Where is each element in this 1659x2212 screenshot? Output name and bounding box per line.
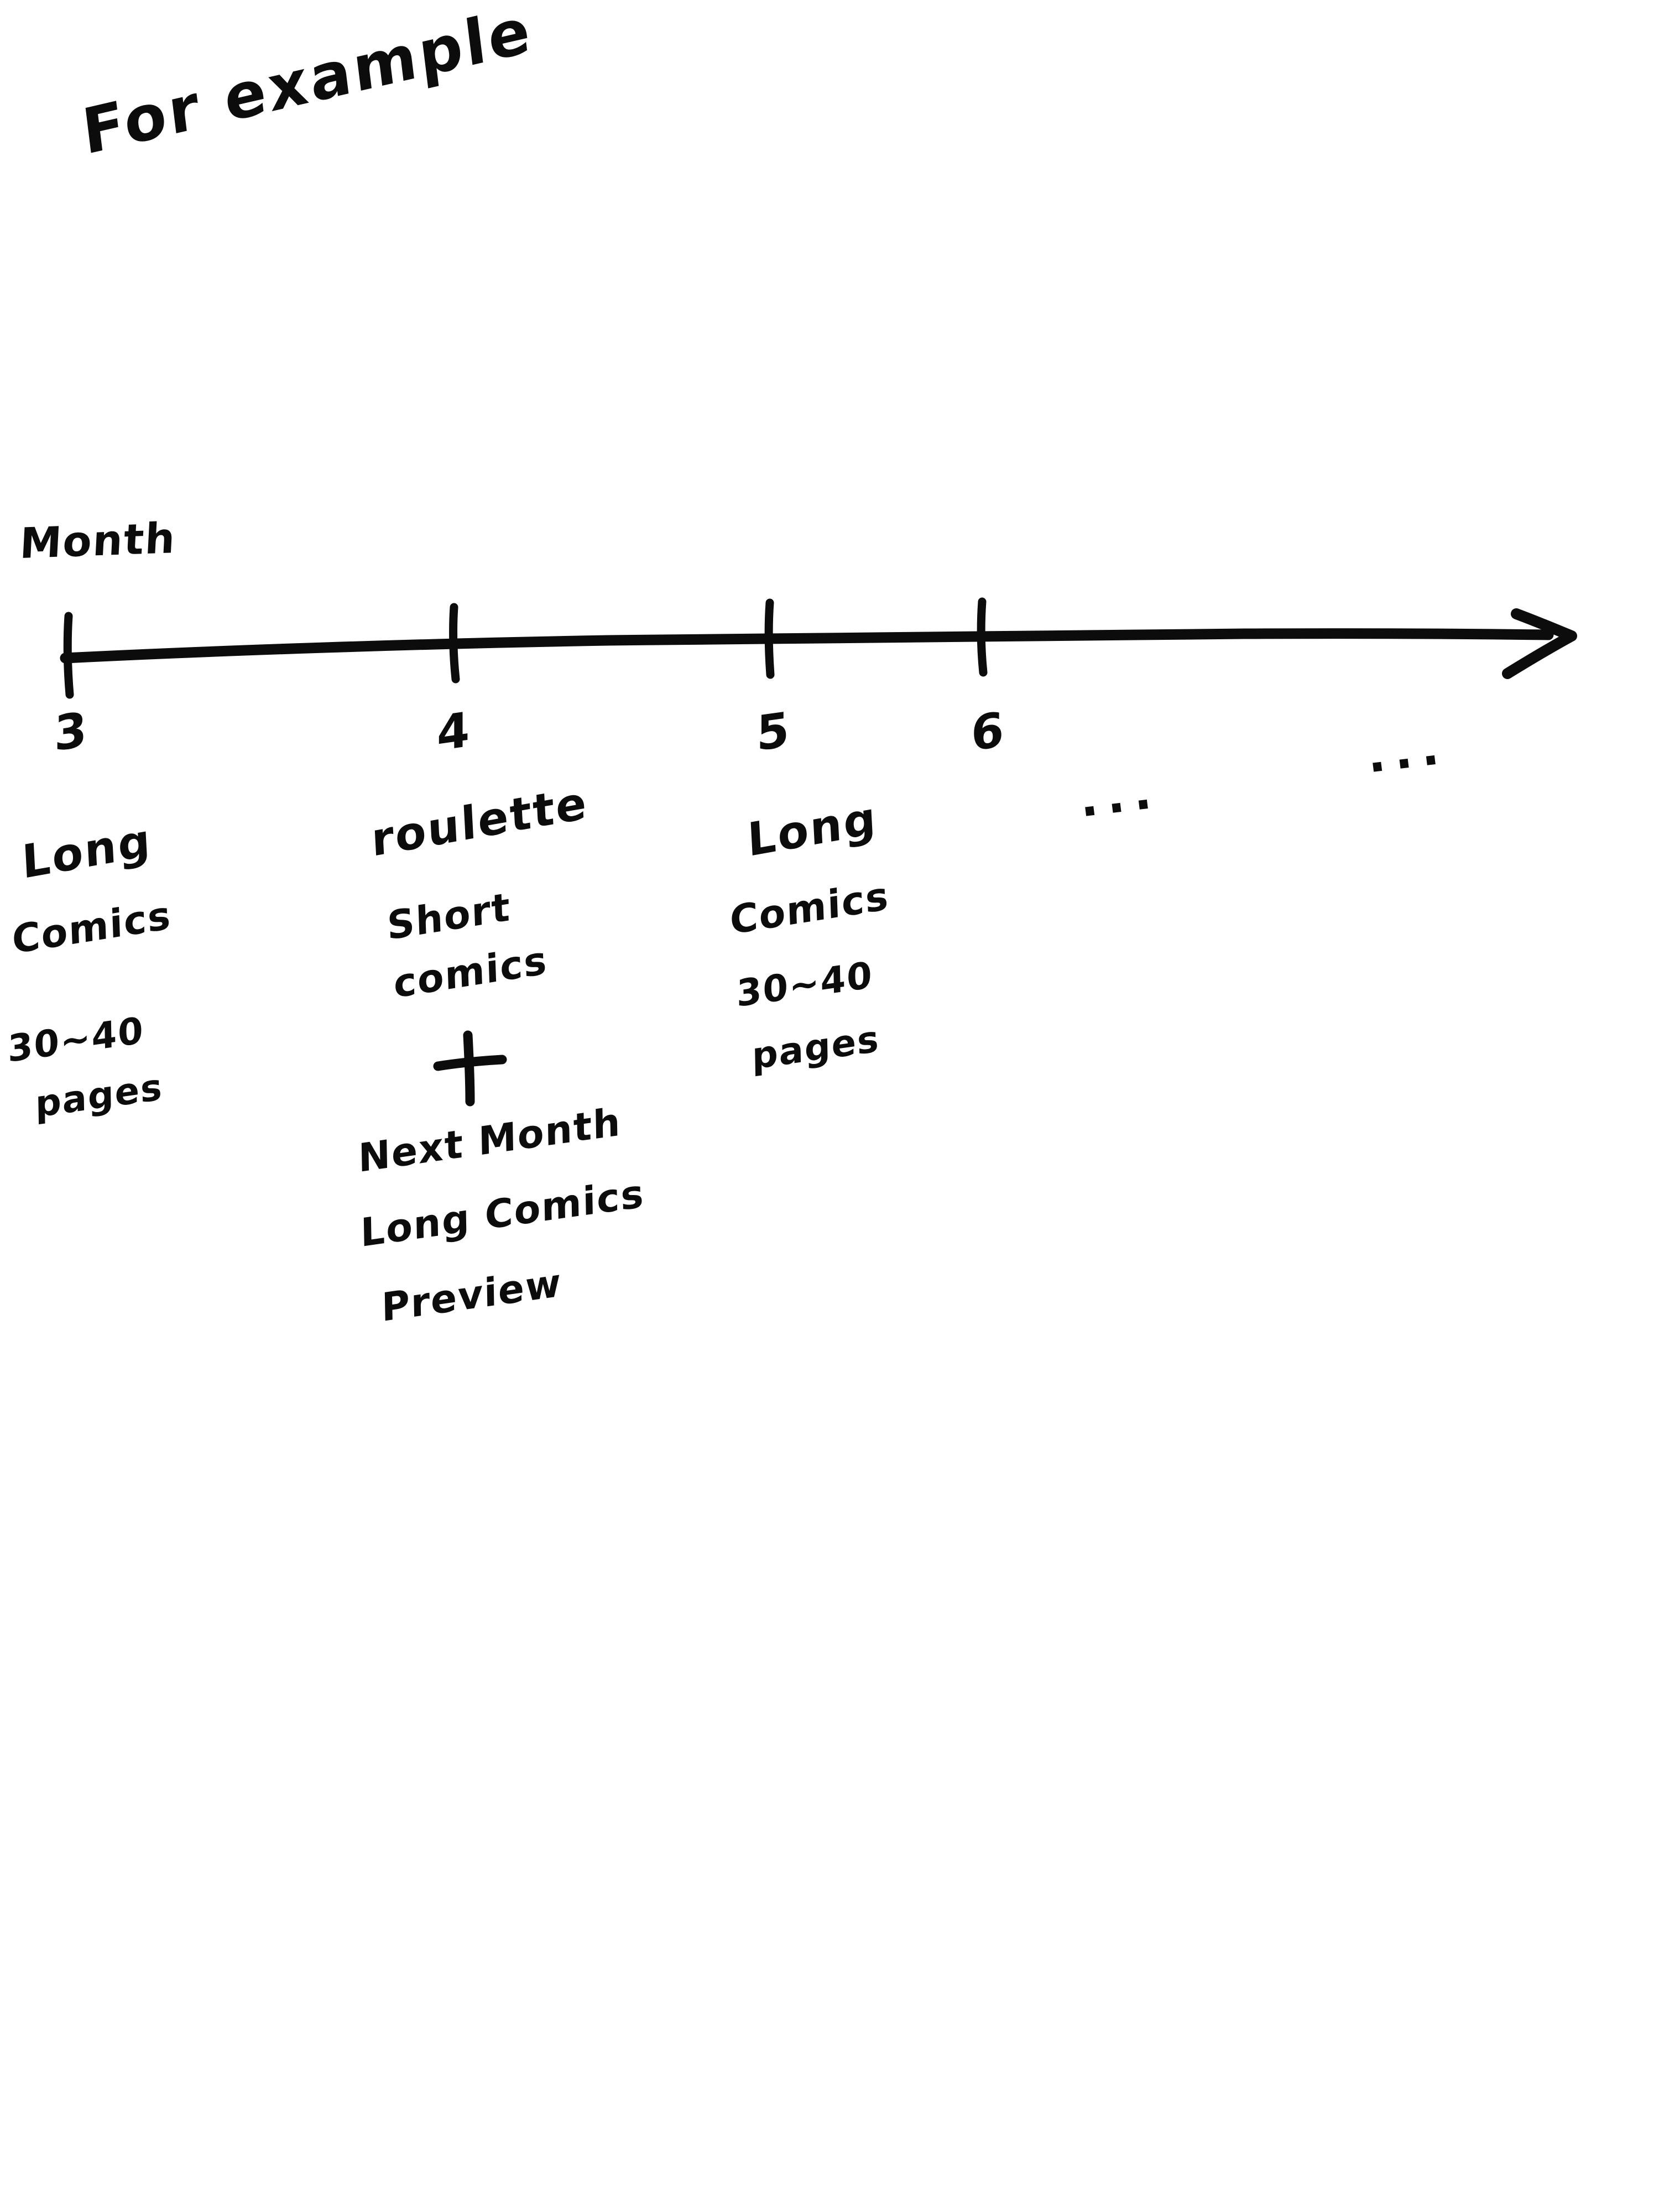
right-arrow-icon xyxy=(1502,608,1577,679)
tick-label-6: 6 xyxy=(971,702,1004,763)
month5-line-pagecount: 30~40 xyxy=(736,953,874,1016)
tick-mark-4 xyxy=(449,603,460,684)
month3-line-comics: Comics xyxy=(11,892,173,963)
ellipsis-upper: ... xyxy=(1363,719,1451,784)
month5-line-comics: Comics xyxy=(729,873,890,944)
plus-operator-icon xyxy=(433,1030,507,1107)
month3-line-pagecount: 30~40 xyxy=(7,1009,145,1071)
tick-label-5: 5 xyxy=(757,702,790,763)
month4-extra-long-comics: Long Comics xyxy=(360,1170,645,1256)
timeline-axis xyxy=(60,597,1577,699)
axis-line xyxy=(60,628,1554,664)
tick-mark-5 xyxy=(764,598,775,679)
month5-line-pages: pages xyxy=(752,1017,880,1078)
page-title: For example xyxy=(79,0,536,169)
tick-label-3: 3 xyxy=(54,702,87,763)
month4-extra-next-month: Next Month xyxy=(358,1098,622,1182)
month4-line-comics: comics xyxy=(393,937,549,1008)
month4-line-roulette: roulette xyxy=(370,776,589,868)
month3-line-pages: pages xyxy=(35,1065,164,1126)
ellipsis-lower: ... xyxy=(1076,763,1164,828)
tick-mark-6 xyxy=(977,597,988,677)
month4-line-short: Short xyxy=(386,884,512,950)
axis-label-month: Month xyxy=(18,513,178,568)
tick-label-4: 4 xyxy=(437,702,470,763)
month4-extra-preview: Preview xyxy=(381,1259,562,1331)
tick-mark-3 xyxy=(63,612,74,699)
month5-line-long: Long xyxy=(746,791,879,868)
month3-line-long: Long xyxy=(20,813,153,890)
